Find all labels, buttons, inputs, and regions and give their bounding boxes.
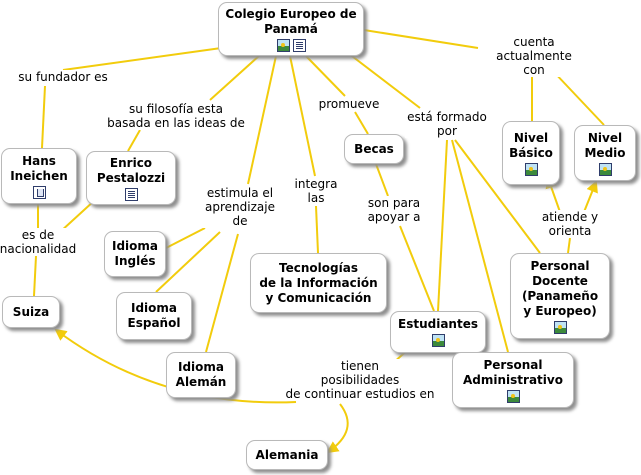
edge-nacionalidad-suiza xyxy=(33,255,37,297)
image-icon[interactable] xyxy=(276,38,290,52)
node-label: Colegio Europeo de Panamá xyxy=(225,6,357,36)
node-label: Estudiantes xyxy=(398,317,478,331)
document-icon[interactable] xyxy=(124,187,138,201)
edge-enrico-nacionalidad xyxy=(59,199,96,233)
edge-estimula-espanol xyxy=(155,231,221,293)
arrow-tienen-alemania xyxy=(326,403,349,454)
node-espanol[interactable]: Idioma Español xyxy=(116,292,192,340)
link-formado: está formado por xyxy=(405,110,489,138)
link-tienen: tienen posibilidades de continuar estudi… xyxy=(283,359,437,401)
node-suiza[interactable]: Suiza xyxy=(2,296,60,328)
link-filosofia: su filosofía esta basada en las ideas de xyxy=(105,102,247,130)
node-hans[interactable]: Hans Ineichen xyxy=(1,148,77,204)
image-icon[interactable] xyxy=(524,162,538,176)
node-label: Hans Ineichen xyxy=(10,153,68,183)
edge-integra-tecnologias xyxy=(315,205,319,254)
node-label: Becas xyxy=(354,141,394,156)
link-atiende: atiende y orienta xyxy=(539,210,601,238)
node-label: Idioma Inglés xyxy=(111,239,158,268)
node-aleman[interactable]: Idioma Alemán xyxy=(166,352,236,398)
concept-map-icon[interactable] xyxy=(32,185,46,199)
node-colegio[interactable]: Colegio Europeo de Panamá xyxy=(218,2,364,56)
node-becas[interactable]: Becas xyxy=(344,134,404,164)
edge-promueve-becas xyxy=(354,111,369,135)
node-tecnologias[interactable]: Tecnologías de la Información y Comunica… xyxy=(250,253,387,313)
edge-colegio-formado xyxy=(343,49,421,109)
image-icon[interactable] xyxy=(598,162,612,176)
link-promueve: promueve xyxy=(316,97,382,111)
node-ingles[interactable]: Idioma Inglés xyxy=(104,231,166,277)
node-estudiantes[interactable]: Estudiantes xyxy=(390,311,486,353)
link-nacionalidad: es de nacionalidad xyxy=(0,228,79,256)
node-label: Alemania xyxy=(255,447,319,462)
edge-formado-administrativo xyxy=(451,139,509,353)
document-icon[interactable] xyxy=(292,38,306,52)
edge-filosofia-enrico xyxy=(127,129,141,152)
node-medio[interactable]: Nivel Medio xyxy=(574,125,636,181)
edge-estimula-ingles xyxy=(165,227,206,249)
node-enrico[interactable]: Enrico Pestalozzi xyxy=(86,151,176,205)
node-basico[interactable]: Nivel Básico xyxy=(502,121,560,185)
node-docente[interactable]: Personal Docente (Panameño y Europeo) xyxy=(510,253,610,339)
node-label: Personal Administrativo xyxy=(463,357,563,387)
link-son-para: son para apoyar a xyxy=(365,196,423,224)
edge-formado-docente xyxy=(454,139,541,254)
node-administrativo[interactable]: Personal Administrativo xyxy=(452,352,574,408)
edge-colegio-filosofia xyxy=(209,54,261,101)
node-alemania[interactable]: Alemania xyxy=(246,440,328,470)
edge-formado-estudiantes xyxy=(437,139,448,312)
node-label: Idioma Español xyxy=(127,301,181,330)
node-label: Enrico Pestalozzi xyxy=(96,155,166,185)
node-label: Idioma Alemán xyxy=(175,360,227,389)
edge-colegio-estimula xyxy=(247,55,277,185)
link-estimula: estimula el aprendizaje de xyxy=(203,186,277,228)
image-icon[interactable] xyxy=(431,334,445,347)
link-fundador: su fundador es xyxy=(16,70,110,84)
link-cuenta: cuenta actualmente con xyxy=(480,35,588,77)
node-label: Nivel Básico xyxy=(509,130,553,160)
edge-colegio-integra xyxy=(289,55,316,177)
node-label: Tecnologías de la Información y Comunica… xyxy=(259,260,378,305)
image-icon[interactable] xyxy=(553,320,567,334)
edge-sonpara-estudiantes xyxy=(399,225,435,312)
edge-colegio-promueve xyxy=(305,55,346,97)
edge-colegio-cuenta xyxy=(363,29,479,49)
edge-fundador-hans xyxy=(41,85,46,149)
edge-becas-sonpara xyxy=(375,163,389,197)
node-label: Personal Docente (Panameño y Europeo) xyxy=(521,258,599,318)
edge-cuenta-medio xyxy=(551,69,605,126)
node-label: Suiza xyxy=(12,304,50,319)
edge-docente-atiende xyxy=(567,237,571,254)
arrow-atiende-medio xyxy=(583,180,598,213)
node-label: Nivel Medio xyxy=(584,130,626,160)
image-icon[interactable] xyxy=(506,389,520,403)
link-integra: integra las xyxy=(292,177,340,205)
edge-estimula-aleman xyxy=(205,233,239,353)
